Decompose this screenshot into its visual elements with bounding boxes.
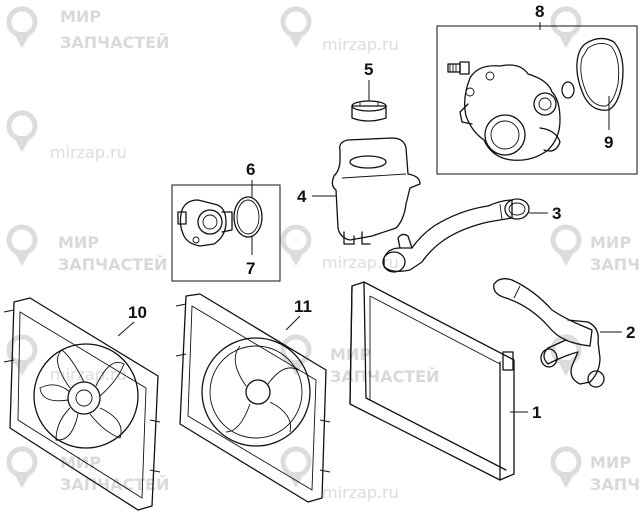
sensor-bolt-part <box>447 61 470 75</box>
watermark-brand-1: МИР <box>60 7 101 26</box>
watermark-url: mirzap.ru <box>322 253 399 272</box>
callout-7: 7 <box>246 259 255 278</box>
watermark-brand-2: ЗАПЧАСТЕЙ <box>60 33 169 52</box>
callout-4: 4 <box>297 187 307 206</box>
callout-11: 11 <box>294 297 312 316</box>
callout-10: 10 <box>128 303 147 322</box>
watermark-brand-2: ЗАПЧАСТЕЙ <box>590 475 640 494</box>
watermark-logo-icon <box>550 6 582 48</box>
watermark-logo-icon <box>6 446 38 488</box>
thermostat-group: 6 7 <box>171 160 281 282</box>
watermark-brand-1: МИР <box>590 233 631 252</box>
small-oring-part <box>561 81 575 99</box>
callout-9: 9 <box>604 133 613 152</box>
watermark-logo-icon <box>6 6 38 48</box>
watermark-logo-icon <box>6 110 38 152</box>
callout-3: 3 <box>552 204 561 223</box>
water-pump-group: 8 9 <box>436 2 638 175</box>
watermark-logo-icon <box>6 334 38 376</box>
expansion-cap-part: 5 <box>351 60 387 122</box>
watermark-url: mirzap.ru <box>322 483 399 502</box>
expansion-tank-part: 4 <box>297 137 421 245</box>
thermostat-part <box>177 199 233 247</box>
watermark-brand-2: ЗАПЧАСТЕЙ <box>58 255 167 274</box>
water-pump-part <box>459 64 561 161</box>
pump-gasket-part <box>576 37 624 111</box>
lower-hose-part: 2 <box>493 278 635 388</box>
watermark-logo-icon <box>280 224 312 266</box>
watermark-brand-2: ЗАПЧАСТЕЙ <box>330 367 439 386</box>
watermark-logo-icon <box>280 446 312 488</box>
watermark-url: mirzap.ru <box>50 143 127 162</box>
callout-6: 6 <box>246 160 255 179</box>
callout-2: 2 <box>626 323 635 342</box>
fan-shroud-part: 11 <box>175 293 331 503</box>
watermark-url: mirzap.ru <box>322 35 399 54</box>
watermark-url: mirzap.ru <box>50 365 127 384</box>
watermark-brand-1: МИР <box>60 453 101 472</box>
radiator-part: 1 <box>349 281 541 481</box>
watermark-brand-1: МИР <box>590 453 631 472</box>
callout-8: 8 <box>535 2 544 21</box>
cooling-fan-part: 10 <box>3 297 161 511</box>
watermark-logo-icon <box>550 224 582 266</box>
upper-hose-part: 3 <box>382 198 561 273</box>
thermostat-box <box>171 184 281 282</box>
callout-5: 5 <box>364 60 373 79</box>
callout-1: 1 <box>532 403 541 422</box>
thermostat-seal-part <box>233 196 263 238</box>
watermark-logo-icon <box>280 6 312 48</box>
watermark-brand-1: МИР <box>58 233 99 252</box>
watermark-logo-icon <box>6 224 38 266</box>
watermark-brand-2: ЗАПЧАСТЕЙ <box>590 255 640 274</box>
watermark-logo-icon <box>550 446 582 488</box>
water-pump-box <box>436 25 638 175</box>
